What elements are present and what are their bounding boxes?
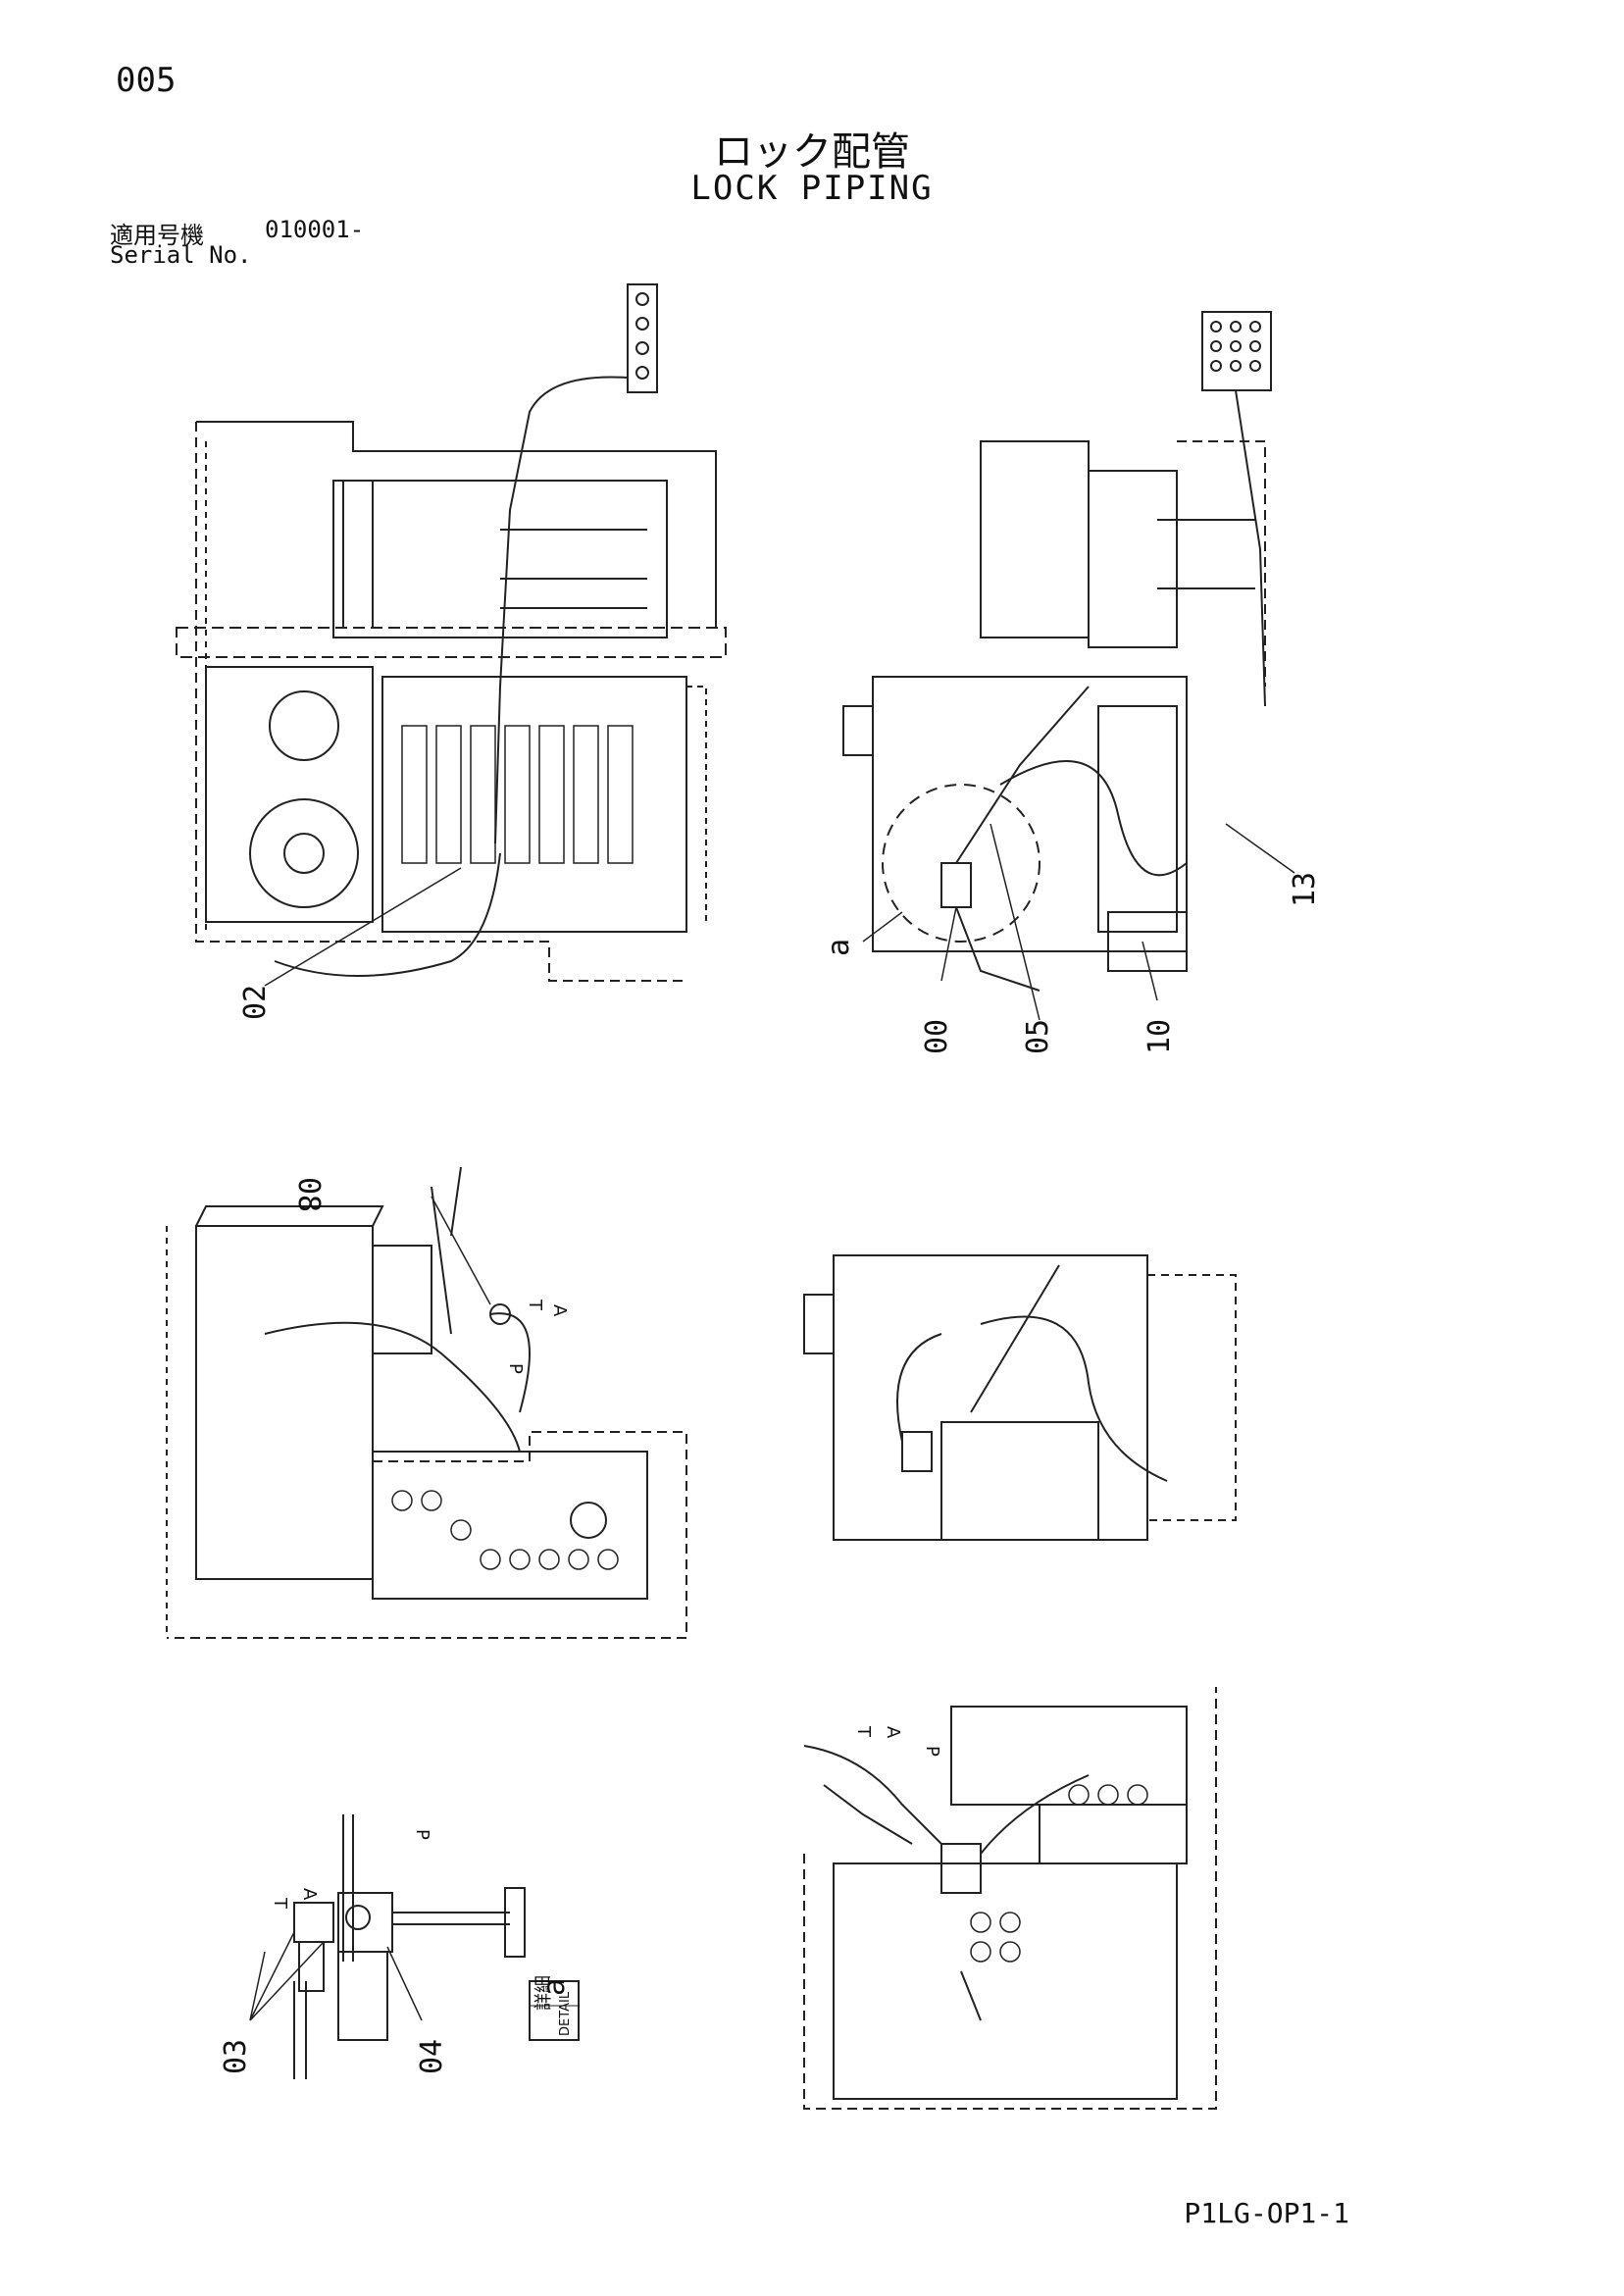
- port-label-a: A: [549, 1304, 570, 1317]
- detail-box-frame: [529, 1980, 580, 2041]
- callout-08: 08: [291, 1177, 326, 1212]
- port-label-a: A: [883, 1726, 903, 1739]
- view-detail-a: [249, 1814, 526, 2079]
- callout-02: 02: [238, 985, 273, 1020]
- view-middle-left: [166, 1166, 687, 1639]
- view-bottom-right: [803, 1687, 1217, 2110]
- page-number: 005: [116, 61, 177, 100]
- callout-05: 05: [1021, 1019, 1055, 1054]
- serial-label-english: Serial No.: [110, 241, 252, 269]
- callout-03: 03: [219, 2039, 253, 2074]
- port-label-p: P: [412, 1829, 432, 1840]
- port-label-p: P: [922, 1746, 942, 1757]
- drawing-code: P1LG-OP1-1: [1184, 2197, 1349, 2229]
- view-top-right: [842, 311, 1295, 1021]
- callout-13: 13: [1288, 872, 1322, 907]
- serial-value: 010001-: [265, 216, 365, 243]
- detail-box-letter: a: [537, 1978, 572, 1996]
- detail-box-en: DETAIL: [558, 1991, 573, 2036]
- view-top-left: [176, 283, 727, 982]
- port-label-t: T: [853, 1725, 874, 1738]
- callout-04: 04: [415, 2039, 449, 2074]
- title-japanese: ロック配管: [714, 129, 910, 175]
- view-middle-right: [803, 1254, 1237, 1541]
- callout-a-top: a: [822, 939, 856, 956]
- port-label-p: P: [505, 1363, 526, 1374]
- detail-box-jp: 詳細: [533, 1975, 554, 2011]
- callout-10: 10: [1142, 1019, 1177, 1054]
- port-label-a: A: [299, 1888, 320, 1901]
- title-english: LOCK PIPING: [690, 169, 934, 208]
- serial-label-japanese: 適用号機: [110, 222, 204, 249]
- port-label-t: T: [270, 1897, 290, 1910]
- callout-00: 00: [920, 1019, 954, 1054]
- port-label-t: T: [525, 1299, 545, 1311]
